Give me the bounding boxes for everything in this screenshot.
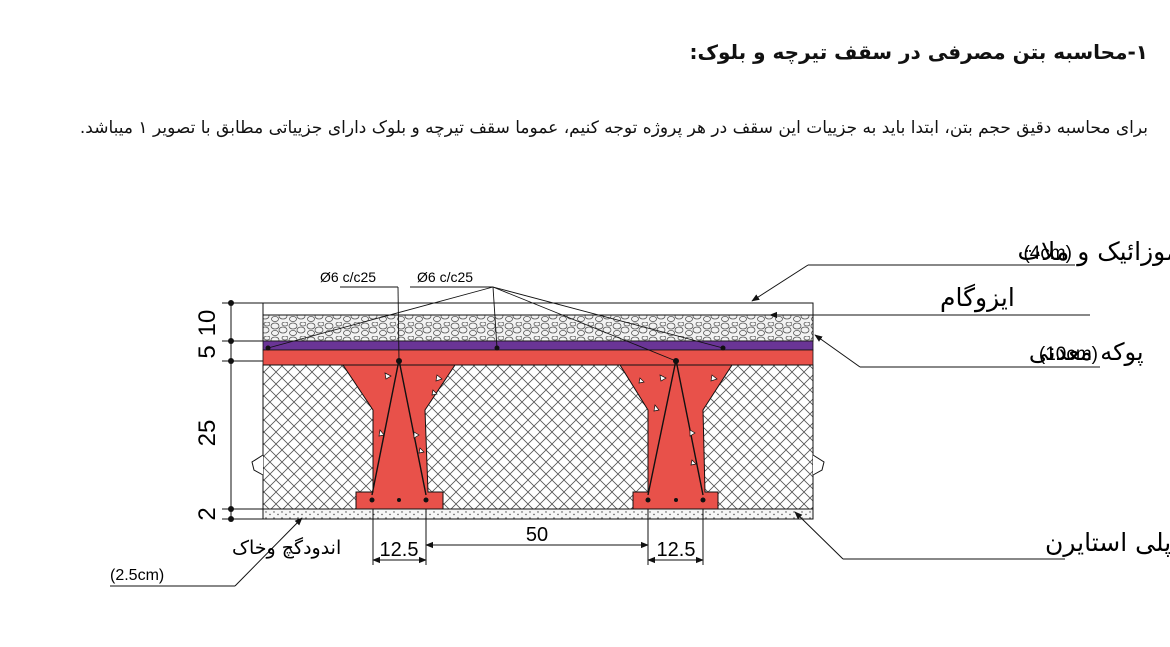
rebar-leaders bbox=[267, 286, 724, 362]
isogam-layer bbox=[262, 340, 814, 351]
dim-rib-left: 12.5 bbox=[380, 539, 419, 561]
block-zone bbox=[262, 364, 814, 510]
dim-5: 5 bbox=[194, 345, 221, 358]
topping-concrete bbox=[262, 349, 814, 366]
label-plaster: اندودگچ وخاک bbox=[232, 536, 341, 559]
label-polystyrene: پلی استایرن bbox=[1045, 528, 1170, 557]
label-isogam: ایزوگام bbox=[940, 283, 1015, 313]
label-pumice: پوکه معدنی bbox=[1029, 338, 1144, 366]
dim-10: 10 bbox=[194, 310, 221, 337]
aggregate-marks bbox=[378, 372, 718, 466]
vertical-dimension-line bbox=[222, 302, 263, 520]
slab-section-diagram: Ø6 c/c25 Ø6 c/c25 10 5 25 2 12.5 50 12.5 bbox=[110, 237, 1170, 587]
label-leaders bbox=[110, 264, 1100, 587]
right-edge-notch bbox=[812, 454, 825, 476]
rebar-dots bbox=[265, 345, 726, 503]
joist-rib-right bbox=[619, 364, 733, 510]
label-mosaic: موزائیک و ملات bbox=[1017, 237, 1170, 267]
section-heading: ۱-محاسبه بتن مصرفی در سقف تیرچه و بلوک: bbox=[689, 40, 1148, 64]
plaster-layer bbox=[262, 508, 814, 520]
dim-rib-right: 12.5 bbox=[657, 539, 696, 561]
pumice-layer bbox=[262, 314, 814, 342]
rebar-label-left: Ø6 c/c25 bbox=[320, 269, 376, 285]
intro-paragraph: برای محاسبه دقیق حجم بتن، ابتدا باید به … bbox=[79, 118, 1148, 138]
label-mosaic-size: (4cm) bbox=[1023, 243, 1072, 264]
joist-rib-left bbox=[342, 364, 456, 510]
label-plaster-size: (2.5cm) bbox=[110, 567, 164, 584]
dim-spacing: 50 bbox=[526, 524, 548, 546]
label-pumice-size: (10cm) bbox=[1039, 344, 1098, 365]
left-edge-notch bbox=[251, 454, 264, 476]
dim-25: 25 bbox=[194, 420, 221, 447]
rebar-label-right: Ø6 c/c25 bbox=[417, 269, 473, 285]
dim-2: 2 bbox=[194, 507, 221, 520]
horizontal-dimensions bbox=[372, 509, 704, 565]
dimension-nodes bbox=[228, 300, 234, 522]
